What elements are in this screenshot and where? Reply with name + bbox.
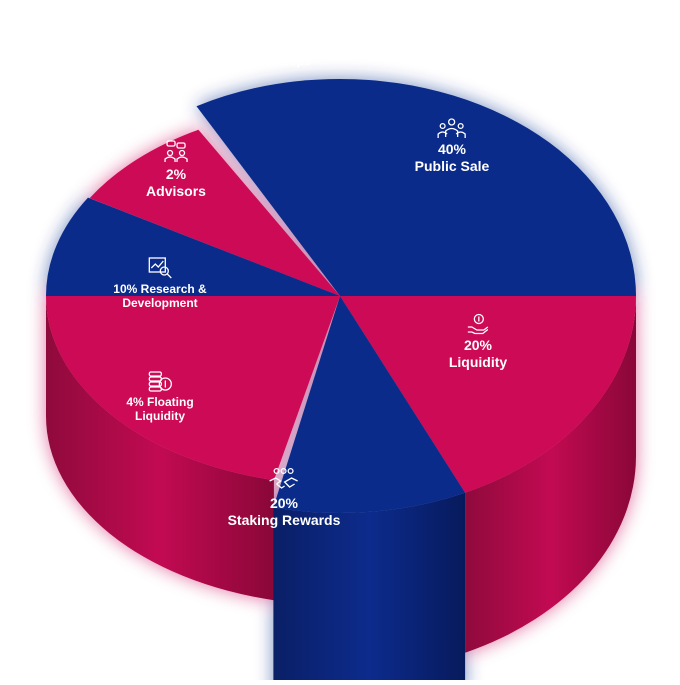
advisors-icon [164, 140, 188, 162]
pie-slice [46, 296, 340, 481]
crowd-icon [437, 118, 467, 138]
pie-slice [45, 197, 340, 296]
slice-label-public-sale: 40% Public Sale [414, 117, 490, 175]
research-development-percent: 10% Research & [113, 282, 207, 296]
chart-magnifier-icon [148, 257, 172, 279]
slice-side-wall [45, 296, 274, 601]
slice-label-research-development: 10% Research & Development [113, 256, 207, 311]
advisors-percent: 2% [165, 166, 187, 182]
liquidity-percent: 20% [463, 337, 493, 353]
pie-slice [196, 79, 340, 296]
staking-rewards-name: Staking Rewards [227, 511, 341, 528]
slice-label-floating-liquidity: 4% Floating Liquidity [126, 369, 194, 424]
staking-rewards-percent: 20% [269, 495, 299, 511]
slice-side-wall [273, 492, 466, 685]
coin-stack-icon [148, 371, 172, 392]
slice-label-liquidity: 20% Liquidity [449, 313, 507, 371]
floating-liquidity-name: Liquidity [135, 409, 185, 424]
pie-slice [340, 296, 636, 493]
slice-label-staking-rewards: 20% Staking Rewards [227, 467, 341, 529]
hand-coin-icon [467, 313, 489, 335]
slice-side-wall [465, 296, 636, 653]
public-sale-name: Public Sale [414, 157, 490, 174]
research-development-name: Development [122, 296, 198, 311]
marketing-airdrops-percent: 4% Marketing [241, 40, 319, 54]
floating-liquidity-percent: 4% Floating [126, 395, 194, 409]
handshake-icon [269, 467, 299, 489]
public-sale-percent: 40% [437, 141, 467, 157]
megaphone-icon [269, 15, 291, 36]
pie-slice [273, 296, 466, 513]
liquidity-name: Liquidity [448, 353, 508, 370]
advisors-name: Advisors [146, 182, 206, 199]
pie-slice [89, 129, 340, 296]
slice-label-advisors: 2% Advisors [146, 140, 206, 200]
slice-label-marketing-airdrops: 4% Marketing & Airdrops [241, 14, 319, 69]
pie-slice [340, 79, 636, 296]
marketing-airdrops-name: & Airdrops [249, 54, 311, 69]
